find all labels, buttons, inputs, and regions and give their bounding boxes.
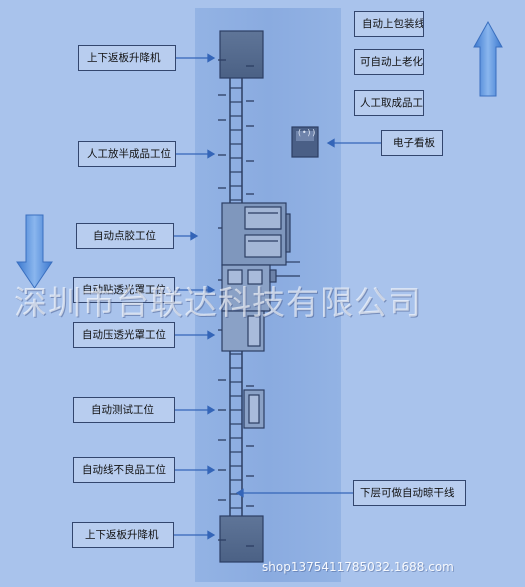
label-bottom-lift: 上下返板升降机 (72, 522, 174, 548)
label-auto-reject-station: 自动线不良品工位 (73, 457, 175, 483)
top-lift-machine (219, 30, 264, 79)
label-electronic-kanban: 电子看板 (381, 130, 443, 156)
pointer-arrowhead (207, 405, 216, 415)
pointer-arrowhead (207, 53, 216, 63)
pointer-arrowhead (207, 330, 216, 340)
up-arrow-icon (473, 20, 503, 97)
label-top-lift: 上下返板升降机 (78, 45, 176, 71)
conveyor-rollers (230, 87, 242, 509)
label-auto-test-station: 自动测试工位 (73, 397, 175, 423)
pointer-arrows (174, 53, 381, 540)
shop-url-watermark: shop1375411785032.1688.com (262, 560, 454, 574)
kanban-glyph: (•)) (297, 128, 317, 137)
down-arrow-icon (16, 214, 53, 289)
pointer-arrowhead (190, 231, 199, 241)
test-station-machine (243, 389, 265, 429)
label-auto-dispense-station: 自动点胶工位 (76, 223, 174, 249)
pointer-arrowhead (207, 149, 216, 159)
label-auto-cover-place-station: 自动贴透光罩工位 (73, 277, 175, 303)
pointer-arrowhead (207, 530, 216, 540)
dispense-station-machine (221, 202, 300, 266)
label-auto-aging-line: 可自动上老化线 (354, 49, 424, 75)
label-manual-unload-station: 人工取成品工位 (354, 90, 424, 116)
pointer-arrowhead (326, 138, 335, 148)
cover-press-station-machine (221, 310, 265, 352)
cover-place-station-machine (221, 264, 300, 312)
electronic-kanban-icon (291, 126, 319, 158)
label-lower-drying-line: 下层可做自动晾干线 (353, 480, 466, 506)
label-manual-load-station: 人工放半成品工位 (78, 141, 176, 167)
pointer-arrowhead (235, 488, 244, 498)
label-auto-packaging-line: 自动上包装线 (354, 11, 424, 37)
pointer-arrowhead (207, 465, 216, 475)
bottom-lift-machine (219, 515, 264, 563)
label-auto-cover-press-station: 自动压透光罩工位 (73, 322, 175, 348)
company-watermark: 深圳市台联达科技有限公司 (14, 283, 422, 322)
pointer-arrowhead (207, 285, 216, 295)
